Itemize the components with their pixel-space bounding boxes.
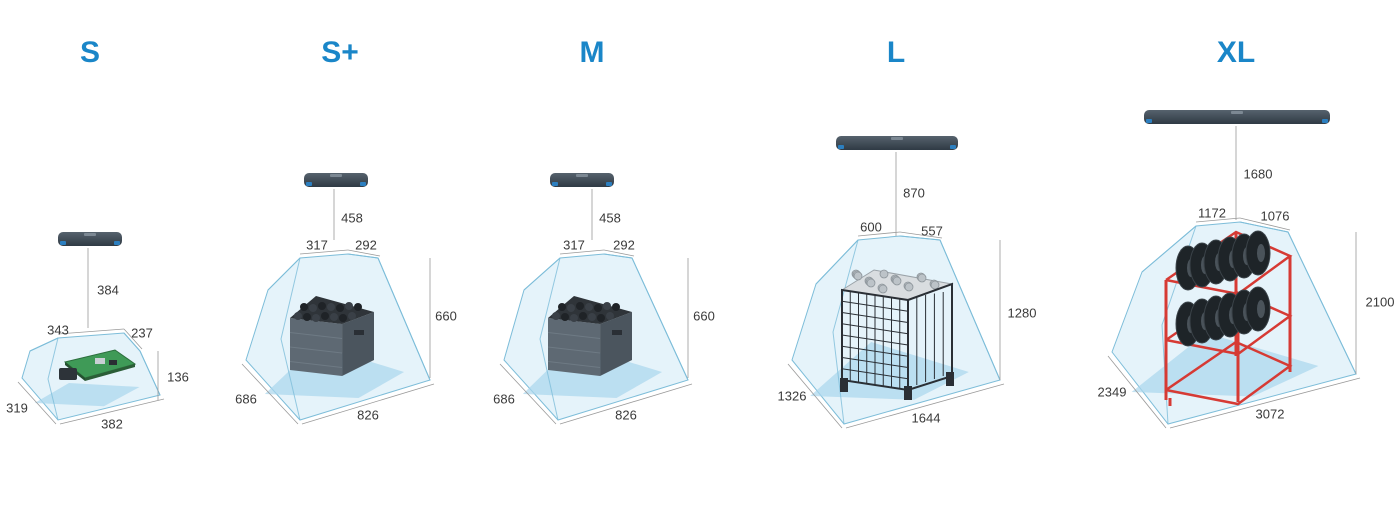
base-width-label: 1644 <box>911 410 941 426</box>
circuit-board-icon <box>59 349 137 381</box>
sensor-height-label: 458 <box>341 210 363 226</box>
sensor-bar-icon <box>550 173 614 187</box>
volume-height-label: 660 <box>693 308 715 324</box>
sensor-bar-icon <box>58 232 122 246</box>
sensor-bar-icon <box>1144 110 1330 124</box>
base-depth-label: 2349 <box>1097 384 1127 400</box>
base-depth-label: 319 <box>6 400 28 416</box>
sensor-bar-icon <box>836 136 958 150</box>
size-column-xl <box>1107 110 1361 429</box>
volume-height-label: 660 <box>435 308 457 324</box>
size-column-s <box>17 232 165 425</box>
top-width-label: 343 <box>47 322 69 338</box>
top-width-label: 600 <box>860 219 882 235</box>
mesh-cage-icon <box>840 269 954 400</box>
size-title: S <box>79 36 101 69</box>
dimension-lines <box>17 248 165 425</box>
top-width-label: 1172 <box>1198 205 1226 221</box>
tire-rack-icon <box>1164 230 1293 406</box>
base-depth-label: 686 <box>235 391 257 407</box>
sensor-bar-icon <box>304 173 368 187</box>
sensor-height-label: 458 <box>599 210 621 226</box>
top-width-label: 317 <box>563 237 585 253</box>
top-depth-label: 237 <box>131 325 153 341</box>
sensor-height-label: 870 <box>903 185 925 201</box>
sensor-height-label: 384 <box>97 282 119 298</box>
crate-with-parts-icon <box>289 296 374 376</box>
base-width-label: 382 <box>101 416 123 432</box>
base-depth-label: 686 <box>493 391 515 407</box>
size-title: M <box>579 36 605 69</box>
size-column-l <box>787 136 1005 429</box>
crate-with-parts-icon <box>547 296 632 376</box>
top-depth-label: 557 <box>921 223 943 239</box>
base-width-label: 826 <box>615 407 637 423</box>
top-depth-label: 1076 <box>1260 208 1290 224</box>
base-width-label: 3072 <box>1255 406 1285 422</box>
top-width-label: 317 <box>306 237 328 253</box>
volume-height-label: 136 <box>167 369 189 385</box>
size-title: S+ <box>321 36 359 69</box>
size-column-m <box>499 173 693 425</box>
sensor-height-label: 1680 <box>1243 166 1273 182</box>
volume-height-label: 2100 <box>1365 294 1395 310</box>
top-depth-label: 292 <box>613 237 635 253</box>
dimension-lines <box>787 152 1005 429</box>
base-depth-label: 1326 <box>777 388 807 404</box>
volume-height-label: 1280 <box>1007 305 1037 321</box>
detection-volume <box>791 235 1001 425</box>
size-title: XL <box>1216 36 1256 69</box>
dimension-lines <box>1107 126 1361 429</box>
top-depth-label: 292 <box>355 237 377 253</box>
size-title: L <box>886 36 906 69</box>
size-column-s-plus <box>241 173 435 425</box>
base-width-label: 826 <box>357 407 379 423</box>
dimension-lines <box>499 189 693 425</box>
dimension-lines <box>241 189 435 425</box>
